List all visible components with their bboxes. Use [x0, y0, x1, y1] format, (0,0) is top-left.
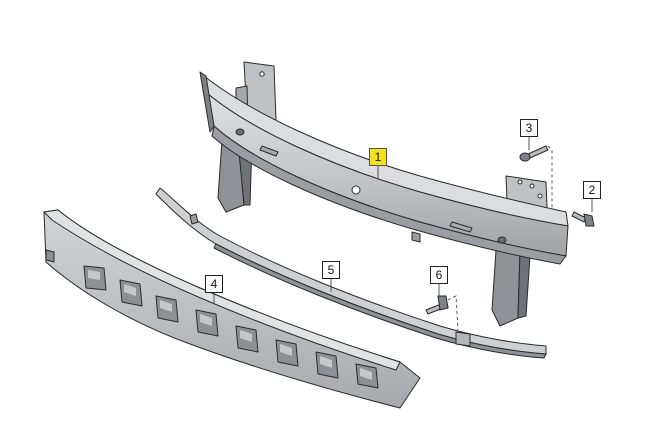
clip-6-head: [437, 295, 449, 311]
absorber-top-lip: [43, 209, 401, 371]
clip-6: [425, 295, 449, 315]
leader-3-dash: [547, 145, 553, 208]
right-leg: [491, 249, 521, 327]
part-label-6: 6: [430, 266, 448, 284]
beam-left-slot: [235, 128, 245, 136]
trim-strip-edge: [213, 243, 547, 359]
beam-right-slot: [497, 236, 507, 244]
absorber-pocket-highlights: [88, 270, 372, 380]
beam-bottom-edge: [211, 125, 567, 265]
leader-lines: [213, 136, 593, 331]
left-bracket-hole: [259, 71, 265, 77]
part-label-3: 3: [520, 119, 538, 137]
part-label-5: 5: [322, 261, 340, 279]
bumper-beam: [199, 61, 569, 327]
screw-3-head: [519, 152, 531, 162]
part-label-4: 4: [205, 275, 223, 293]
part-label-1: 1: [369, 148, 387, 166]
part-label-2: 2: [583, 181, 601, 199]
screw-3-shank: [527, 145, 549, 159]
beam-rib-2: [449, 221, 473, 233]
bolt-2-head: [583, 213, 595, 227]
right-bracket-hole-1: [517, 179, 523, 185]
beam-left-end: [199, 71, 215, 133]
beam-center-hole: [351, 185, 361, 195]
right-bracket-hole-2: [529, 183, 535, 189]
beam-clip: [411, 231, 421, 243]
energy-absorber: [43, 209, 421, 409]
bolt-2: [571, 211, 595, 227]
bolt-2-shank: [571, 211, 587, 223]
trim-strip: [155, 187, 547, 359]
absorber-left-tab: [45, 249, 55, 263]
right-leg-face: [517, 251, 531, 319]
beam-rib-1: [259, 145, 279, 157]
screw-3: [519, 145, 549, 162]
trim-strip-tab: [189, 213, 199, 225]
leader-6-dash: [447, 295, 459, 331]
trim-strip-end-clip: [455, 331, 471, 347]
right-bracket-hole-3: [537, 193, 543, 199]
